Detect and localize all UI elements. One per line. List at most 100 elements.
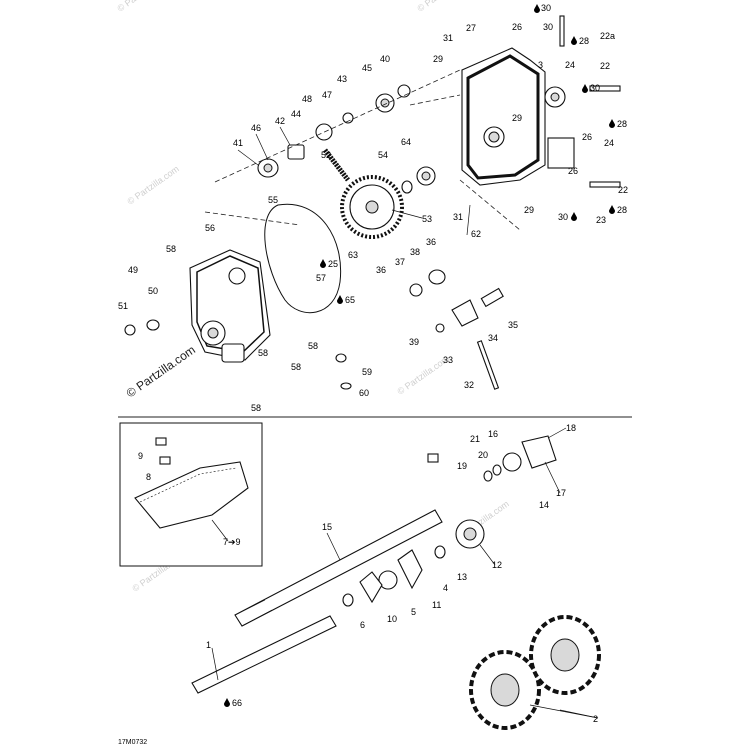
chaincase-housing <box>189 249 271 363</box>
watermark-main: © Partzilla.com <box>124 343 198 401</box>
label-47: 47 <box>322 90 332 100</box>
oil-drop-icon <box>224 698 230 707</box>
chaincase-cover <box>461 47 546 186</box>
label-26b: 26 <box>582 132 592 142</box>
label-65: 65 <box>345 295 355 305</box>
label-37: 37 <box>395 257 405 267</box>
label-63: 63 <box>348 250 358 260</box>
large-sprocket <box>340 175 404 239</box>
label-54: 54 <box>378 150 388 160</box>
label-11: 11 <box>432 600 441 610</box>
label-30c: 30 <box>590 83 600 93</box>
label-55: 55 <box>268 195 278 205</box>
label-48: 48 <box>302 94 312 104</box>
label-59: 59 <box>362 367 372 377</box>
label-28b: 28 <box>617 119 627 129</box>
label-57: 57 <box>316 273 326 283</box>
label-38: 38 <box>410 247 420 257</box>
label-18: 18 <box>566 423 576 433</box>
label-15: 15 <box>322 522 332 532</box>
oil-drop-icon <box>571 36 577 45</box>
label-30-drop: 30 <box>558 212 568 222</box>
label-10: 10 <box>387 614 397 624</box>
label-17: 17 <box>556 488 566 498</box>
label-3: 3 <box>538 60 543 70</box>
label-66: 66 <box>232 698 242 708</box>
oil-drop-icon <box>337 295 343 304</box>
label-1: 1 <box>206 640 211 650</box>
label-20: 20 <box>478 450 488 460</box>
label-22a: 22a <box>600 31 615 41</box>
label-22b: 22 <box>600 61 610 71</box>
label-25: 25 <box>328 259 338 269</box>
label-30b: 30 <box>543 22 553 32</box>
drive-axle <box>234 509 443 627</box>
label-13: 13 <box>457 572 467 582</box>
label-29b: 29 <box>512 113 522 123</box>
label-36a: 36 <box>426 237 436 247</box>
label-51: 51 <box>118 301 128 311</box>
track-inset-box <box>119 422 263 567</box>
label-58c: 58 <box>258 348 268 358</box>
label-44: 44 <box>291 109 301 119</box>
driven-axle <box>191 615 337 694</box>
oil-drop-icon <box>609 205 615 214</box>
label-58d: 58 <box>291 362 301 372</box>
label-31a: 31 <box>443 33 453 43</box>
label-45: 45 <box>362 63 372 73</box>
label-6: 6 <box>360 620 365 630</box>
label-42: 42 <box>275 116 285 126</box>
label-52: 52 <box>321 150 331 160</box>
label-32: 32 <box>464 380 474 390</box>
label-36b: 36 <box>376 265 386 275</box>
label-49: 49 <box>128 265 138 275</box>
oil-drop-icon <box>609 119 615 128</box>
label-60: 60 <box>359 388 369 398</box>
label-39: 39 <box>409 337 419 347</box>
oil-drop-icon <box>571 212 577 221</box>
label-30a: 30 <box>541 3 551 13</box>
label-14: 14 <box>539 500 549 510</box>
label-53: 53 <box>422 214 432 224</box>
part-labels: 30 26 27 30 28 22a 31 29 3 24 22 40 45 4… <box>118 3 628 724</box>
label-28a: 28 <box>579 36 589 46</box>
watermark-2: © Partzilla.com <box>415 0 470 14</box>
label-19: 19 <box>457 461 467 471</box>
label-27: 27 <box>466 23 476 33</box>
label-16: 16 <box>488 429 498 439</box>
oil-drop-icons <box>224 4 615 707</box>
label-12: 12 <box>492 560 502 570</box>
lower-small-parts <box>342 435 557 607</box>
label-8: 8 <box>146 472 151 482</box>
label-5: 5 <box>411 607 416 617</box>
label-24b: 24 <box>604 138 614 148</box>
label-23: 23 <box>596 215 606 225</box>
oil-drop-icon <box>320 259 326 268</box>
label-40: 40 <box>380 54 390 64</box>
label-31b: 31 <box>453 212 463 222</box>
figure-code: 17M0732 <box>118 739 147 746</box>
label-58e: 58 <box>251 403 261 413</box>
label-9: 9 <box>138 451 143 461</box>
label-58b: 58 <box>308 341 318 351</box>
oil-drop-icon <box>534 4 540 13</box>
label-24a: 24 <box>565 60 575 70</box>
label-26c: 26 <box>568 166 578 176</box>
watermark-3: © Partzilla.com <box>125 164 180 207</box>
label-35: 35 <box>508 320 518 330</box>
label-50: 50 <box>148 286 158 296</box>
label-43: 43 <box>337 74 347 84</box>
label-28c: 28 <box>617 205 627 215</box>
label-33: 33 <box>443 355 453 365</box>
label-4: 4 <box>443 583 448 593</box>
watermark-1: © Partzilla.com <box>115 0 170 14</box>
label-34: 34 <box>488 333 498 343</box>
label-58a: 58 <box>166 244 176 254</box>
label-2: 2 <box>593 714 598 724</box>
label-26a: 26 <box>512 22 522 32</box>
drive-chain <box>323 148 350 182</box>
label-41: 41 <box>233 138 243 148</box>
label-46: 46 <box>251 123 261 133</box>
label-21: 21 <box>470 434 480 444</box>
